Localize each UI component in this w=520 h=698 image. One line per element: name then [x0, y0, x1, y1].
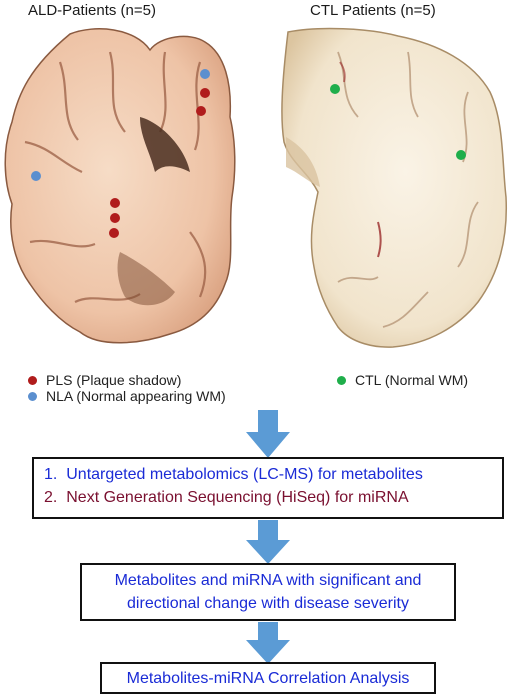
down-arrow-icon	[246, 622, 290, 664]
ctl-sample-dot	[456, 150, 466, 160]
step-1-line: 1. Untargeted metabolomics (LC-MS) for m…	[44, 463, 502, 486]
step-2-line: 2. Next Generation Sequencing (HiSeq) fo…	[44, 486, 502, 509]
legend-item-pls: PLS (Plaque shadow)	[28, 372, 181, 388]
box2-line1: Metabolites and miRNA with significant a…	[114, 572, 422, 589]
step-2-text: Next Generation Sequencing (HiSeq) for m…	[66, 489, 409, 506]
box2-line2: directional change with disease severity	[127, 595, 409, 612]
legend-item-ctl: CTL (Normal WM)	[337, 372, 468, 388]
legend-item-nla: NLA (Normal appearing WM)	[28, 388, 226, 404]
step-1-number: 1.	[44, 466, 58, 483]
workflow-step-box-significant-change: Metabolites and miRNA with significant a…	[80, 563, 456, 621]
ctl-brain-slice-image	[281, 27, 508, 348]
down-arrow-icon	[246, 520, 290, 564]
ald-brain-slice-image	[4, 28, 236, 344]
ctl-panel-title: CTL Patients (n=5)	[310, 2, 436, 19]
box3-text: Metabolites-miRNA Correlation Analysis	[126, 670, 410, 687]
pls-sample-dot	[110, 198, 120, 208]
blue-dot-icon	[28, 391, 37, 401]
red-dot-icon	[28, 375, 37, 385]
green-dot-icon	[337, 375, 346, 385]
pls-sample-dot	[196, 106, 206, 116]
pls-sample-dot	[200, 88, 210, 98]
legend-label-pls: PLS (Plaque shadow)	[46, 372, 182, 388]
step-1-text: Untargeted metabolomics (LC-MS) for meta…	[66, 466, 423, 483]
nla-sample-dot	[31, 171, 41, 181]
step-2-number: 2.	[44, 489, 58, 506]
nla-sample-dot	[200, 69, 210, 79]
workflow-step-box-correlation: Metabolites-miRNA Correlation Analysis	[100, 662, 436, 694]
pls-sample-dot	[109, 228, 119, 238]
legend-label-nla: NLA (Normal appearing WM)	[46, 388, 226, 404]
ald-panel-title: ALD-Patients (n=5)	[28, 2, 156, 19]
down-arrow-icon	[246, 410, 290, 458]
ctl-sample-dot	[330, 84, 340, 94]
workflow-step-box-sequencing: 1. Untargeted metabolomics (LC-MS) for m…	[32, 457, 504, 519]
legend-label-ctl: CTL (Normal WM)	[355, 372, 469, 388]
pls-sample-dot	[110, 213, 120, 223]
